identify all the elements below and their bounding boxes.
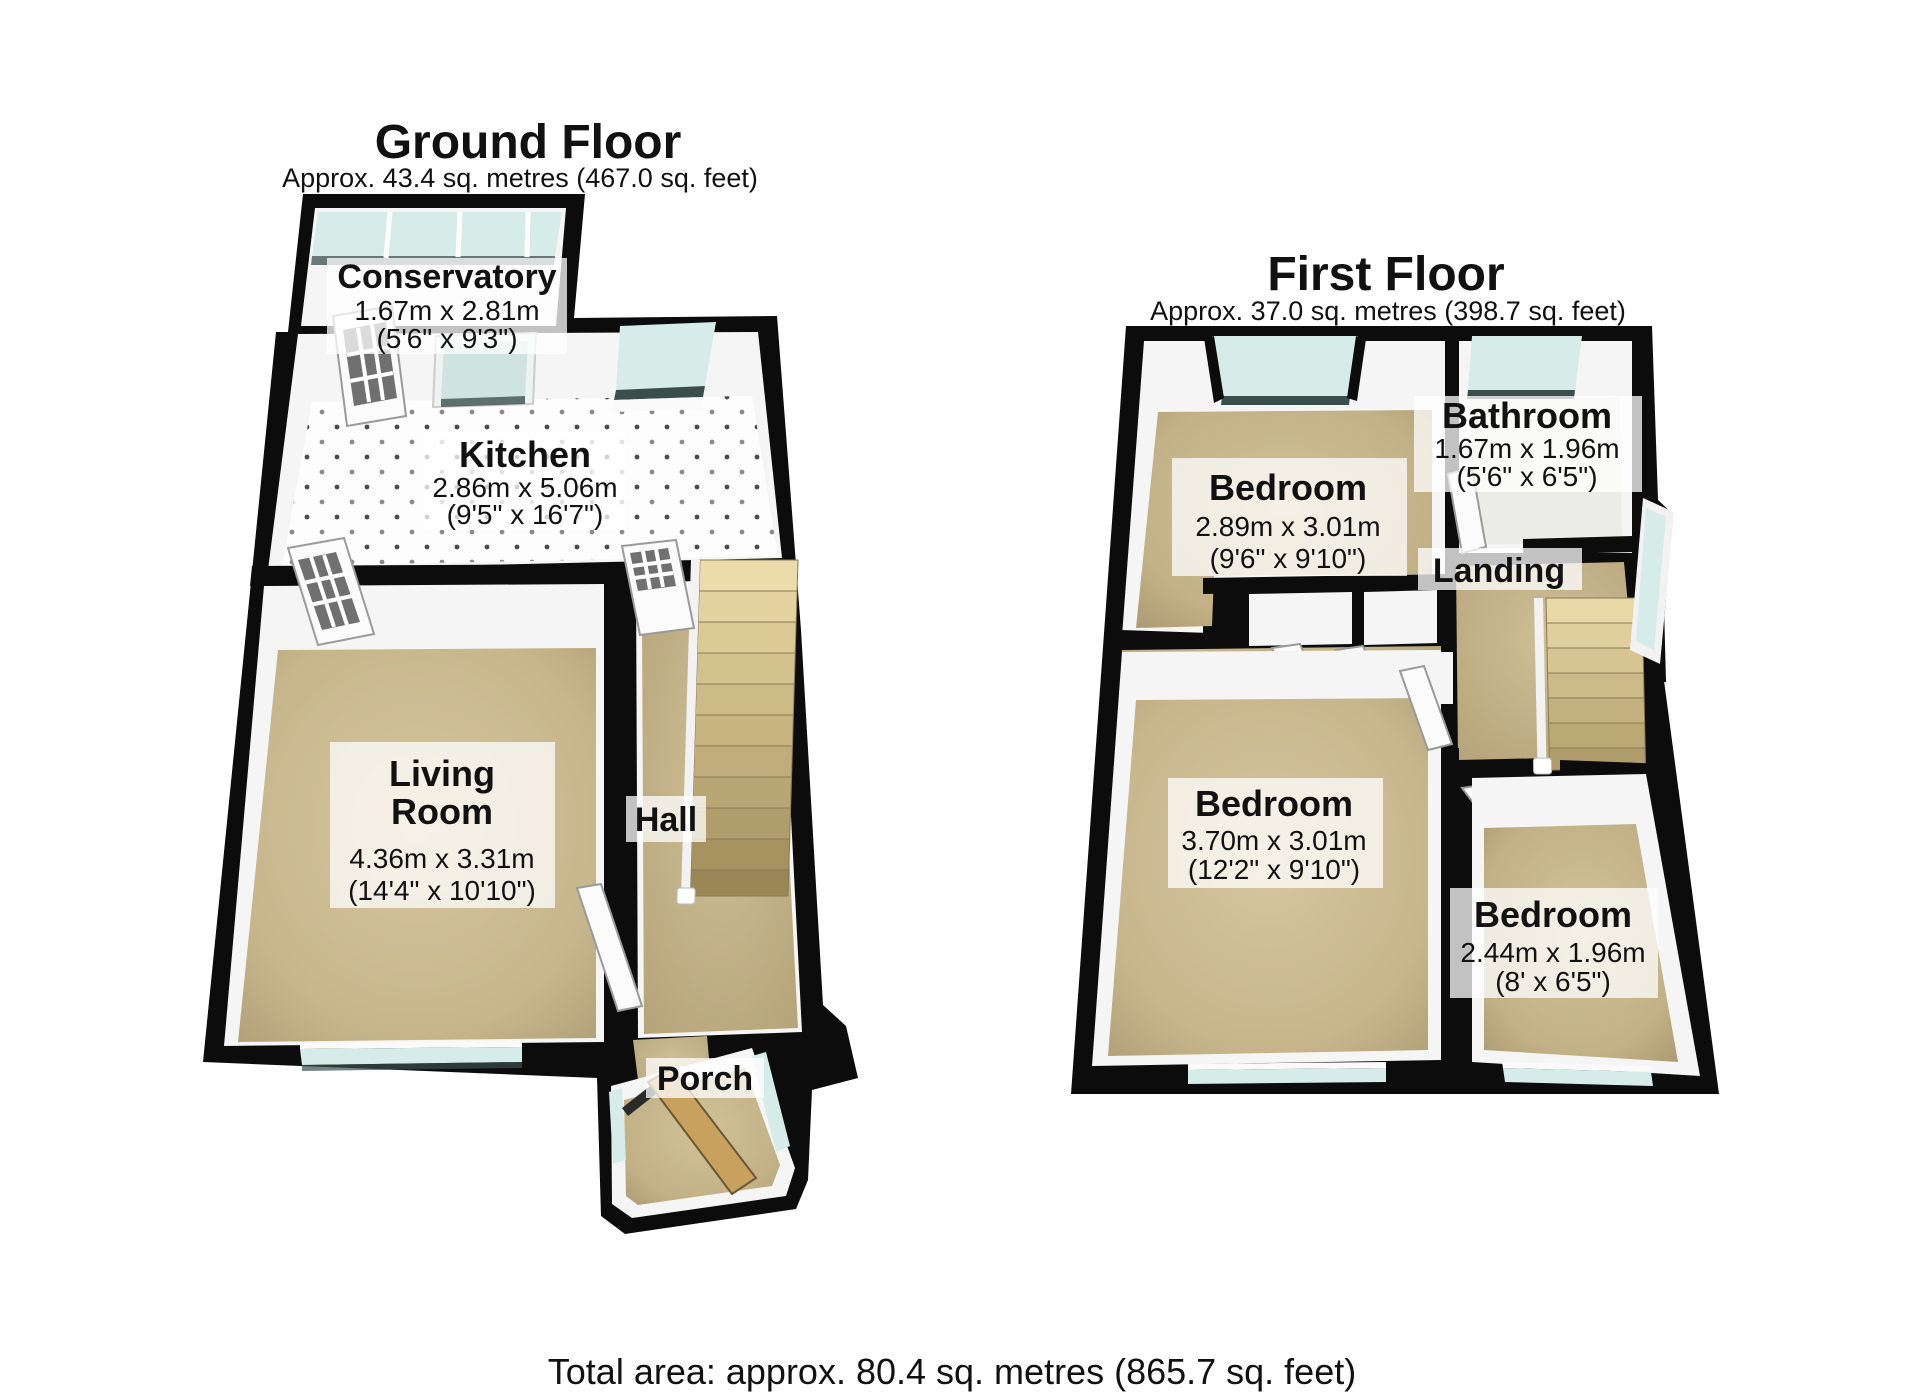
hall-name: Hall: [635, 801, 697, 839]
kitchen-window: [612, 322, 716, 412]
bedroom-front-dim-metric: 3.70m x 3.01m: [1181, 825, 1366, 856]
bedroom-small-window: [1502, 1062, 1653, 1086]
cupboards: [1203, 574, 1449, 648]
bedroom-rear-name: Bedroom: [1209, 467, 1367, 508]
label-landing: Landing: [1418, 548, 1582, 590]
label-kitchen: Kitchen 2.86m x 5.06m (9'5" x 16'7"): [424, 432, 626, 530]
room-hall: [636, 559, 802, 1038]
stairs-first: [1532, 597, 1647, 775]
bedroom-front-dim-imperial: (12'2" x 9'10"): [1188, 854, 1360, 885]
bedroom-small-name: Bedroom: [1474, 894, 1632, 935]
bathroom-window: [1467, 336, 1582, 399]
living-window: [300, 1041, 522, 1071]
porch-window-left: [609, 1088, 626, 1164]
bedroom-front-window: [1188, 1062, 1386, 1084]
bathroom-dim-metric: 1.67m x 1.96m: [1434, 433, 1619, 464]
bedroom-small-dim-imperial: (8' x 6'5"): [1495, 966, 1611, 997]
label-living-room: Living Room 4.36m x 3.31m (14'4" x 10'10…: [330, 742, 555, 908]
bedroom-front-door: [1398, 664, 1454, 752]
first-floor-title: First Floor: [1267, 248, 1504, 301]
living-hall-door: [575, 882, 644, 1013]
living-name-line1: Living: [389, 753, 495, 794]
living-dim-imperial: (14'4" x 10'10"): [348, 875, 536, 906]
bathroom-name: Bathroom: [1442, 395, 1612, 436]
kitchen-dim-imperial: (9'5" x 16'7"): [447, 499, 604, 530]
first-floor-subtitle: Approx. 37.0 sq. metres (398.7 sq. feet): [1150, 296, 1626, 326]
kitchen-hall-door: [620, 538, 696, 637]
conservatory-dim-imperial: (5'6" x 9'3"): [376, 323, 517, 354]
room-landing: [1441, 562, 1666, 775]
label-porch: Porch: [646, 1058, 764, 1098]
label-bedroom-front: Bedroom 3.70m x 3.01m (12'2" x 9'10"): [1168, 778, 1383, 888]
living-dim-metric: 4.36m x 3.31m: [349, 843, 534, 874]
bedroom-small-dim-metric: 2.44m x 1.96m: [1460, 937, 1645, 968]
total-area-text: Total area: approx. 80.4 sq. metres (865…: [548, 1351, 1356, 1392]
stairs-ground: [676, 559, 799, 905]
label-bedroom-small: Bedroom 2.44m x 1.96m (8' x 6'5"): [1450, 888, 1658, 998]
ground-floor-subtitle: Approx. 43.4 sq. metres (467.0 sq. feet): [282, 163, 758, 193]
bedroom-rear-dim-imperial: (9'6" x 9'10"): [1210, 543, 1367, 574]
bedroom-front-name: Bedroom: [1195, 783, 1353, 824]
bedroom-rear-dim-metric: 2.89m x 3.01m: [1195, 511, 1380, 542]
bedroom-rear-window: [1204, 336, 1366, 405]
living-name-line2: Room: [391, 791, 493, 832]
kitchen-living-door: [286, 536, 376, 647]
conservatory-dim-metric: 1.67m x 2.81m: [354, 295, 539, 326]
conservatory-name: Conservatory: [337, 258, 556, 296]
ground-floor-title: Ground Floor: [375, 116, 682, 169]
landing-name: Landing: [1433, 552, 1565, 590]
label-bathroom: Bathroom 1.67m x 1.96m (5'6" x 6'5"): [1414, 395, 1642, 492]
kitchen-name: Kitchen: [459, 434, 591, 475]
bathroom-dim-imperial: (5'6" x 6'5"): [1456, 461, 1597, 492]
label-conservatory: Conservatory 1.67m x 2.81m (5'6" x 9'3"): [327, 258, 567, 354]
label-bedroom-rear: Bedroom 2.89m x 3.01m (9'6" x 9'10"): [1172, 458, 1407, 576]
landing-window: [1630, 498, 1674, 664]
wall-bedroom-rear: [1118, 630, 1240, 650]
kitchen-dim-metric: 2.86m x 5.06m: [432, 472, 617, 503]
ground-floor-plan: Conservatory 1.67m x 2.81m (5'6" x 9'3")…: [203, 116, 858, 1234]
porch-name: Porch: [657, 1060, 753, 1098]
first-floor-plan: Bedroom 2.89m x 3.01m (9'6" x 9'10") Bat…: [1071, 248, 1719, 1094]
label-hall: Hall: [626, 796, 706, 842]
conservatory-glass-roof: [312, 212, 562, 256]
wall-living-hall: [604, 584, 622, 800]
